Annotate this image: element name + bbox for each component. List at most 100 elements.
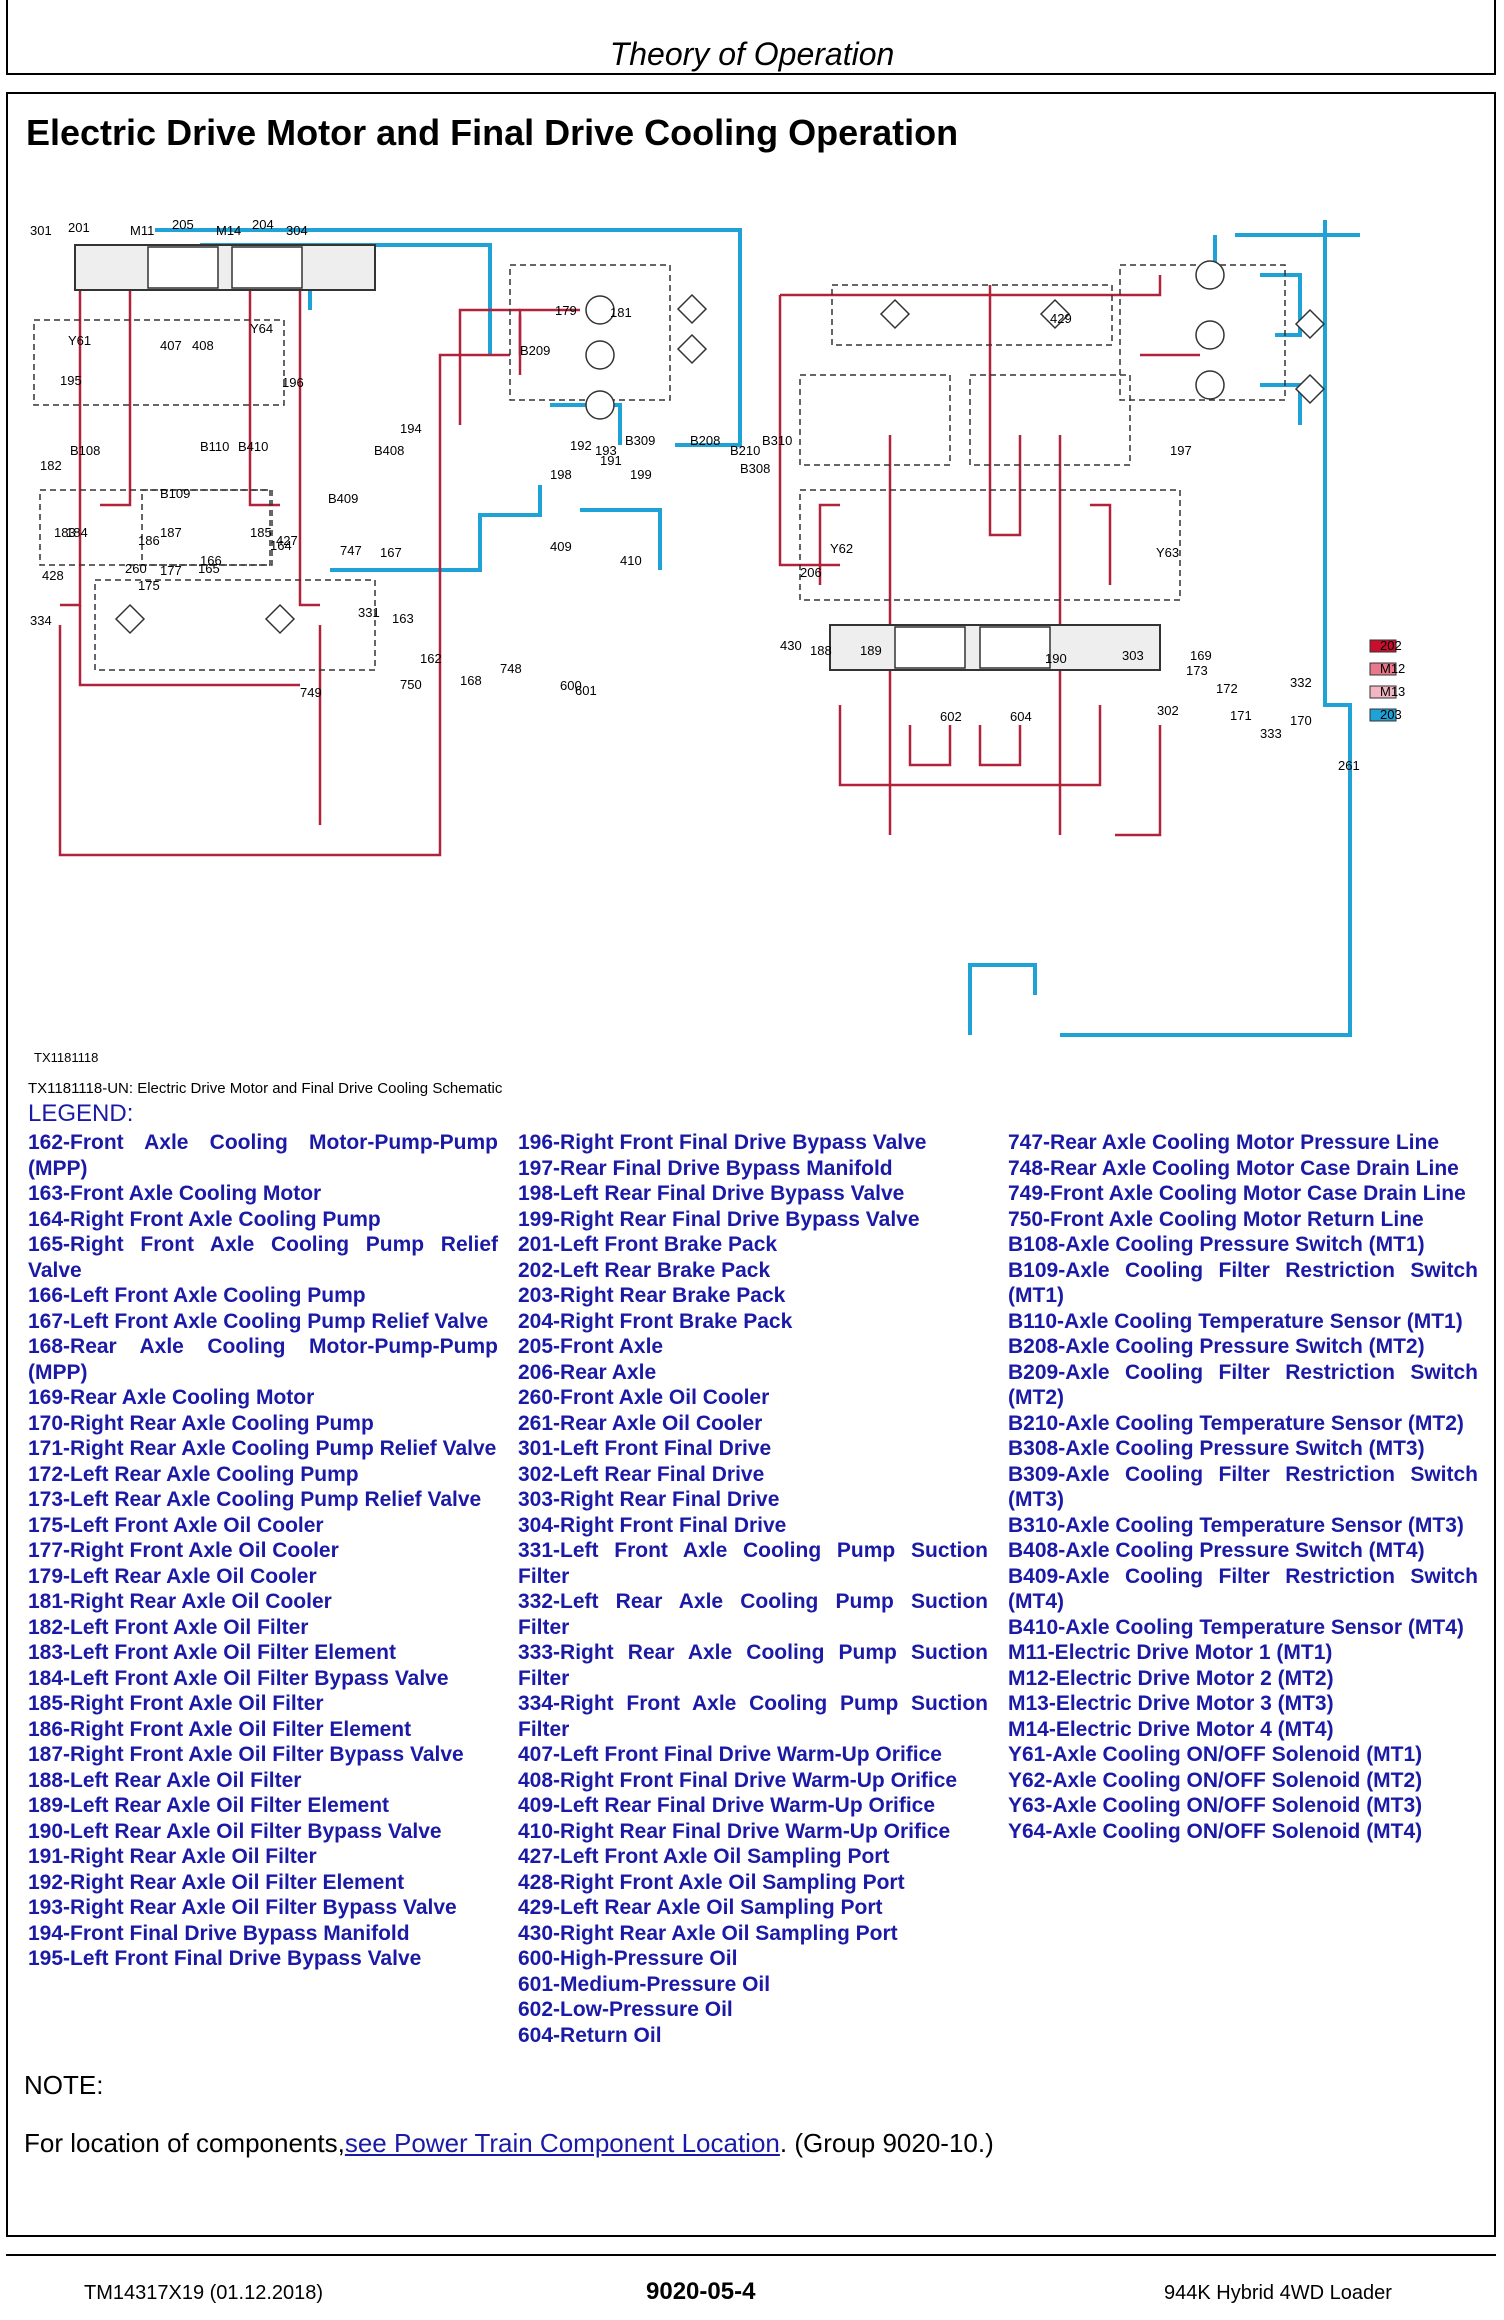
legend-item: 172-Left Rear Axle Cooling Pump	[28, 1462, 359, 1486]
callout-label: 203	[1380, 707, 1402, 722]
legend-item: 173-Left Rear Axle Cooling Pump Relief V…	[28, 1488, 482, 1511]
callout-label: 162	[420, 651, 442, 666]
callout-label: Y62	[830, 541, 853, 556]
footer-doc-id: TM14317X19 (01.12.2018)	[84, 2282, 324, 2304]
callout-label: Y61	[68, 333, 91, 348]
legend-item: 195-Left Front Final Drive Bypass Valve	[28, 1947, 422, 1970]
legend-item: B410-Axle Cooling Temperature Sensor (MT…	[1008, 1615, 1464, 1639]
legend-item: B408-Axle Cooling Pressure Switch (MT4)	[1008, 1539, 1425, 1562]
legend-item: 601-Medium-Pressure Oil	[518, 1972, 771, 1996]
legend-item: 181-Right Rear Axle Oil Cooler	[28, 1590, 332, 1613]
legend-item: 190-Left Rear Axle Oil Filter Bypass Val…	[28, 1819, 442, 1843]
callout-label: 185	[250, 525, 272, 540]
legend-item: B309-Axle Cooling Filter Restriction Swi…	[1008, 1462, 1478, 1512]
figure-caption: TX1181118-UN: Electric Drive Motor and F…	[28, 1080, 503, 1097]
legend-item: 196-Right Front Final Drive Bypass Valve	[518, 1131, 927, 1154]
callout-label: 169	[1190, 648, 1212, 663]
legend-item: 260-Front Axle Oil Cooler	[518, 1386, 770, 1409]
legend-item: 302-Left Rear Final Drive	[518, 1462, 765, 1486]
callout-label: 192	[570, 438, 592, 453]
legend-item: 333-Right Rear Axle Cooling Pump Suction…	[518, 1641, 988, 1690]
legend-item: 427-Left Front Axle Oil Sampling Port	[518, 1845, 890, 1868]
callout-label: 601	[575, 683, 597, 698]
legend-item: 261-Rear Axle Oil Cooler	[518, 1411, 763, 1435]
legend-item: 604-Return Oil	[518, 2023, 662, 2047]
callout-label: 165	[198, 561, 220, 576]
callout-label: 334	[30, 613, 52, 628]
callout-label: B210	[730, 443, 760, 458]
legend-item: B409-Axle Cooling Filter Restriction Swi…	[1008, 1564, 1478, 1614]
callout-label: 167	[380, 545, 402, 560]
callout-label: 196	[282, 375, 304, 390]
content-frame	[6, 92, 1496, 2237]
callout-label: B309	[625, 433, 655, 448]
callout-label: 199	[630, 467, 652, 482]
legend-item: 170-Right Rear Axle Cooling Pump	[28, 1411, 374, 1435]
legend-item: 202-Left Rear Brake Pack	[518, 1258, 771, 1282]
legend-item: M14-Electric Drive Motor 4 (MT4)	[1008, 1717, 1334, 1741]
legend-item: 201-Left Front Brake Pack	[518, 1233, 778, 1256]
callout-label: 303	[1122, 648, 1144, 663]
legend-item: 428-Right Front Axle Oil Sampling Port	[518, 1870, 905, 1894]
legend-item: 303-Right Rear Final Drive	[518, 1488, 780, 1511]
callout-label: B110	[200, 439, 229, 454]
component-location-link[interactable]: see Power Train Component Location	[344, 2128, 780, 2158]
legend-column-2: 196-Right Front Final Drive Bypass Valve…	[518, 1130, 988, 2048]
legend-item: 750-Front Axle Cooling Motor Return Line	[1008, 1207, 1424, 1231]
callout-label: 175	[138, 578, 160, 593]
legend-item: 602-Low-Pressure Oil	[518, 1998, 733, 2021]
header-title: Theory of Operation	[609, 36, 895, 72]
legend-heading: LEGEND:	[28, 1100, 134, 1127]
legend-item: 184-Left Front Axle Oil Filter Bypass Va…	[28, 1666, 449, 1690]
callout-label: B310	[762, 433, 792, 448]
callout-label: 171	[1230, 708, 1252, 723]
callout-label: 168	[460, 673, 482, 688]
note-label: NOTE:	[24, 2070, 104, 2100]
callout-label: B409	[328, 491, 358, 506]
legend-item: 167-Left Front Axle Cooling Pump Relief …	[28, 1309, 489, 1333]
legend-item: 205-Front Axle	[518, 1335, 664, 1358]
callout-label: 301	[30, 223, 52, 238]
legend-item: Y63-Axle Cooling ON/OFF Solenoid (MT3)	[1008, 1794, 1423, 1817]
callout-label: 747	[340, 543, 362, 558]
legend-item: 194-Front Final Drive Bypass Manifold	[28, 1921, 410, 1945]
legend-item: 430-Right Rear Axle Oil Sampling Port	[518, 1921, 898, 1945]
legend-item: Y64-Axle Cooling ON/OFF Solenoid (MT4)	[1008, 1819, 1423, 1843]
legend-item: 193-Right Rear Axle Oil Filter Bypass Va…	[28, 1896, 457, 1919]
callout-label: 430	[780, 638, 802, 653]
callout-label: 179	[555, 303, 577, 318]
callout-label: 172	[1216, 681, 1238, 696]
legend-item: 203-Right Rear Brake Pack	[518, 1284, 786, 1307]
footer-page-number: 9020-05-4	[646, 2278, 756, 2305]
callout-label: B109	[160, 486, 190, 501]
callout-label: 332	[1290, 675, 1312, 690]
callout-label: B209	[520, 343, 550, 358]
callout-label: 429	[1050, 311, 1072, 326]
legend-item: 747-Rear Axle Cooling Motor Pressure Lin…	[1008, 1131, 1440, 1154]
figure-id: TX1181118	[34, 1050, 99, 1065]
callout-label: 333	[1260, 726, 1282, 741]
legend-item: B310-Axle Cooling Temperature Sensor (MT…	[1008, 1513, 1464, 1537]
callout-label: 749	[300, 685, 322, 700]
legend-item: B210-Axle Cooling Temperature Sensor (MT…	[1008, 1411, 1464, 1435]
legend-item: 168-Rear Axle Cooling Motor-Pump-Pump (M…	[28, 1335, 498, 1384]
callout-label: 193	[595, 443, 617, 458]
legend-item: 177-Right Front Axle Oil Cooler	[28, 1539, 339, 1562]
note-prefix: For location of components,	[24, 2128, 345, 2158]
legend-item: M13-Electric Drive Motor 3 (MT3)	[1008, 1692, 1334, 1715]
legend-item: 410-Right Rear Final Drive Warm-Up Orifi…	[518, 1819, 951, 1843]
callout-label: 428	[42, 568, 64, 583]
footer-rule	[6, 2254, 1496, 2256]
legend-item: 204-Right Front Brake Pack	[518, 1309, 793, 1333]
callout-label: 198	[550, 467, 572, 482]
callout-label: 204	[252, 217, 274, 232]
legend-item: 171-Right Rear Axle Cooling Pump Relief …	[28, 1437, 497, 1460]
note-suffix: . (Group 9020-10.)	[779, 2128, 994, 2158]
callout-label: 186	[138, 533, 160, 548]
legend-item: 748-Rear Axle Cooling Motor Case Drain L…	[1008, 1156, 1459, 1180]
legend-item: 206-Rear Axle	[518, 1360, 657, 1384]
legend-item: 179-Left Rear Axle Oil Cooler	[28, 1564, 317, 1588]
legend-item: 185-Right Front Axle Oil Filter	[28, 1692, 324, 1715]
legend-item: 334-Right Front Axle Cooling Pump Suctio…	[518, 1692, 988, 1741]
legend-item: 407-Left Front Final Drive Warm-Up Orifi…	[518, 1743, 942, 1766]
